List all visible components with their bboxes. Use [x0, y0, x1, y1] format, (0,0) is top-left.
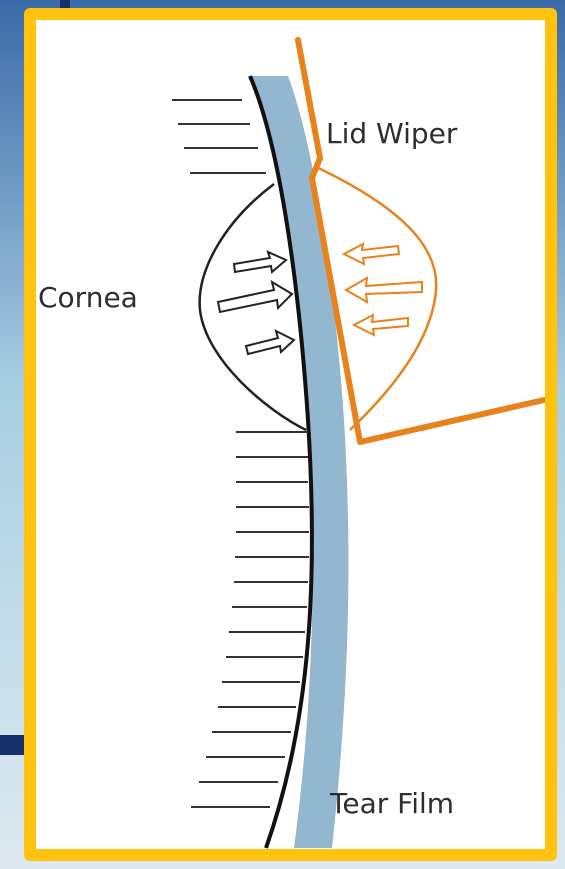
tear-film-label: Tear Film	[330, 790, 454, 818]
lid-wiper-diagram	[36, 20, 545, 849]
cornea-arrows	[218, 252, 294, 354]
lid-wiper-arrows	[344, 244, 422, 335]
cornea-hatch-top	[172, 100, 266, 173]
diagram-frame: Lid Wiper Cornea Tear Film	[24, 8, 557, 861]
cornea-label: Cornea	[38, 284, 138, 312]
lid-wiper-label: Lid Wiper	[326, 120, 457, 148]
